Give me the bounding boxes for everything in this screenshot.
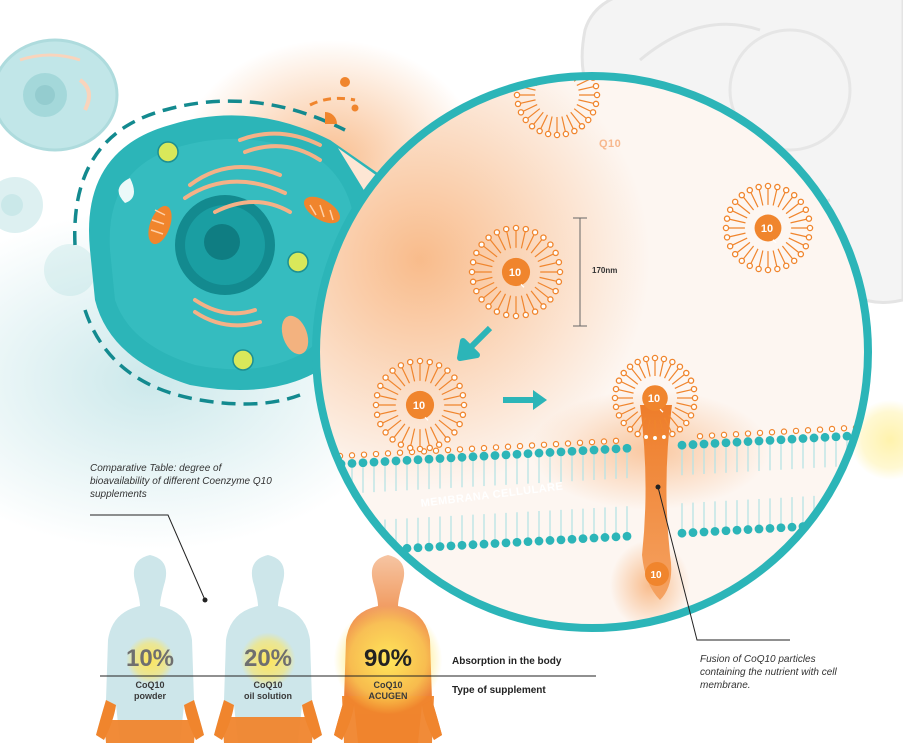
absorption-glow-0 [126, 636, 174, 684]
particle-approaching-core-label: 10 [413, 400, 425, 412]
coq10-particles: 10 10 10 10 [372, 76, 814, 453]
fusion-caption: Fusion of CoQ10 particles containing the… [700, 654, 837, 691]
size-indicator [573, 217, 587, 327]
type-header: Type of supplement [452, 685, 546, 696]
label-acugen-line2: ACUGEN [368, 691, 408, 701]
fusion-stream [640, 405, 672, 600]
small-cell-left [0, 177, 43, 233]
size-label: 170nm [592, 266, 618, 275]
label-acugen: CoQ10 ACUGEN [343, 680, 433, 702]
fusion-pointer-dot [655, 484, 661, 490]
percent-acugen: 90% [363, 645, 413, 672]
comparison-figures [96, 555, 443, 743]
label-powder-line2: powder [133, 691, 166, 701]
label-oil-line1: CoQ10 [253, 680, 283, 690]
label-powder-line1: CoQ10 [135, 680, 165, 690]
figure-oil [214, 555, 322, 743]
particle-fusing: 10 [611, 354, 699, 442]
callout-pointer-inner [338, 148, 380, 192]
released-q10-label: 10 [650, 570, 662, 581]
small-cell-top-left [0, 38, 119, 152]
q10-particle-label: Q10 [599, 138, 622, 150]
particle-center: 10 [468, 224, 564, 320]
percent-powder: 10% [125, 645, 175, 672]
label-oil: CoQ10 oil solution [223, 680, 313, 702]
label-acugen-line1: CoQ10 [373, 680, 403, 690]
absorption-header: Absorption in the body [452, 656, 562, 667]
particle-fusing-core-label: 10 [648, 393, 660, 405]
particle-right: 10 [722, 182, 814, 274]
right-arrow [503, 390, 547, 410]
absorption-glow-2 [333, 605, 443, 715]
figure-powder [96, 555, 204, 743]
table-pointer-dot [202, 597, 208, 603]
magnified-view: 10 10 10 10 10 [312, 72, 872, 632]
absorption-glow-1 [240, 632, 296, 688]
particle-center-core-label: 10 [509, 267, 521, 279]
released-q10-core [645, 562, 669, 586]
particle-right-core-label: 10 [761, 223, 773, 235]
cell-membrane: 10 [325, 405, 863, 600]
down-left-arrow [457, 325, 493, 361]
table-caption: Comparative Table: degree of bioavailabi… [90, 463, 272, 500]
leader-lines [90, 486, 790, 641]
main-cell [73, 77, 376, 406]
label-oil-line2: oil solution [244, 691, 292, 701]
particle-approaching: 10 [372, 357, 468, 453]
small-cell-faded [44, 244, 96, 296]
figure-acugen [333, 555, 443, 743]
percent-oil: 20% [243, 645, 293, 672]
label-powder: CoQ10 powder [105, 680, 195, 702]
